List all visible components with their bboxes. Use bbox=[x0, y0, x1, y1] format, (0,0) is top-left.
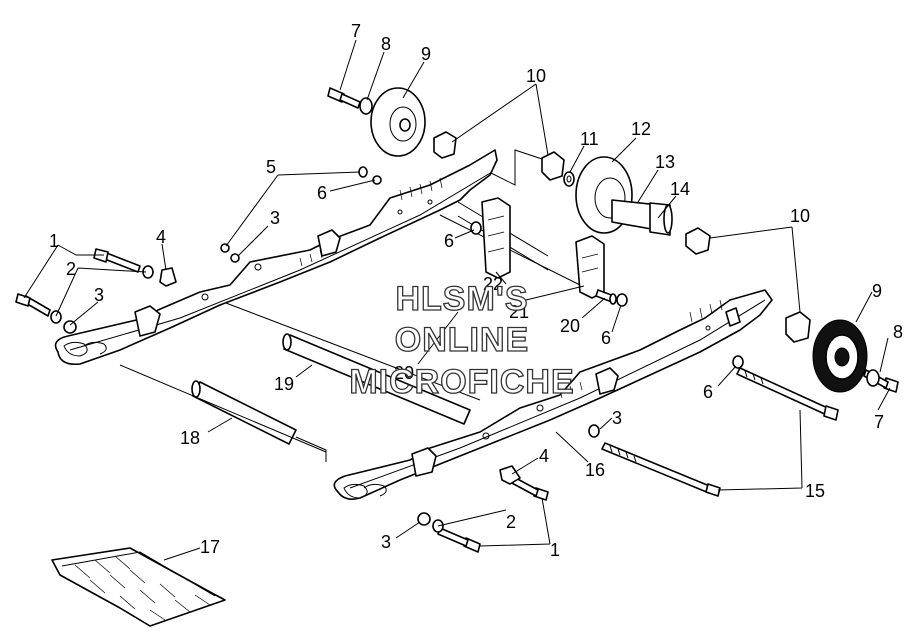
wheel-9-right bbox=[785, 311, 868, 393]
cap-10 bbox=[541, 151, 711, 255]
callout-19: 19 bbox=[274, 374, 294, 394]
callout-6b: 6 bbox=[444, 231, 454, 251]
callout-2b: 2 bbox=[506, 512, 516, 532]
callout-9b: 9 bbox=[872, 281, 882, 301]
callout-7a: 7 bbox=[351, 21, 361, 41]
callout-4b: 4 bbox=[539, 446, 549, 466]
callout-16: 16 bbox=[585, 460, 605, 480]
bolt-15 bbox=[601, 367, 839, 497]
callout-20a: 20 bbox=[560, 316, 580, 336]
rail-left bbox=[54, 149, 498, 366]
callout-11: 11 bbox=[580, 129, 599, 149]
callout-3d: 3 bbox=[381, 532, 391, 552]
washers bbox=[50, 97, 880, 533]
callout-6d: 6 bbox=[703, 382, 713, 402]
alignment-lines bbox=[119, 149, 546, 453]
rod-19 bbox=[282, 333, 471, 425]
callout-20b: 20 bbox=[394, 363, 414, 383]
block-21 bbox=[575, 235, 605, 299]
callout-7b: 7 bbox=[874, 412, 884, 432]
callout-6c: 6 bbox=[601, 328, 611, 348]
leader-lines bbox=[23, 39, 891, 561]
callout-labels: 1 2 3 4 5 6 3 7 8 9 10 11 12 13 14 6 22 … bbox=[49, 21, 903, 560]
callout-1b: 1 bbox=[550, 540, 560, 560]
block-22 bbox=[481, 197, 511, 279]
callout-17: 17 bbox=[200, 537, 220, 557]
wheel-9-top bbox=[370, 87, 457, 159]
slide-17 bbox=[51, 547, 226, 627]
callout-9a: 9 bbox=[421, 44, 431, 64]
callout-8a: 8 bbox=[381, 34, 391, 54]
callout-4a: 4 bbox=[156, 227, 166, 247]
callout-8b: 8 bbox=[893, 322, 903, 342]
callout-18: 18 bbox=[180, 428, 200, 448]
callout-21: 21 bbox=[509, 302, 529, 322]
callout-10b: 10 bbox=[790, 206, 810, 226]
callout-1a: 1 bbox=[49, 231, 59, 251]
watermark-line-1: HLSM'S bbox=[395, 280, 528, 318]
callout-3a: 3 bbox=[94, 285, 104, 305]
watermark: HLSM'S ONLINE MICROFICHE bbox=[349, 279, 575, 401]
bolt-1 bbox=[15, 248, 549, 553]
callout-22: 22 bbox=[483, 274, 503, 294]
watermark-line-3: MICROFICHE bbox=[349, 363, 574, 401]
callout-14: 14 bbox=[670, 179, 690, 199]
wheel-12 bbox=[575, 156, 673, 236]
callout-2a: 2 bbox=[66, 259, 76, 279]
callout-12: 12 bbox=[631, 119, 651, 139]
rod-18 bbox=[191, 380, 327, 462]
callout-6a: 6 bbox=[317, 183, 327, 203]
callout-15: 15 bbox=[805, 481, 825, 501]
spacer-20 bbox=[595, 289, 617, 305]
callout-13: 13 bbox=[655, 152, 675, 172]
watermark-line-2: ONLINE bbox=[395, 321, 529, 359]
callout-3c: 3 bbox=[612, 408, 622, 428]
rail-right bbox=[333, 289, 773, 500]
washer-11 bbox=[563, 171, 575, 187]
callout-5: 5 bbox=[266, 157, 276, 177]
callout-10a: 10 bbox=[526, 66, 546, 86]
callout-3b: 3 bbox=[270, 208, 280, 228]
